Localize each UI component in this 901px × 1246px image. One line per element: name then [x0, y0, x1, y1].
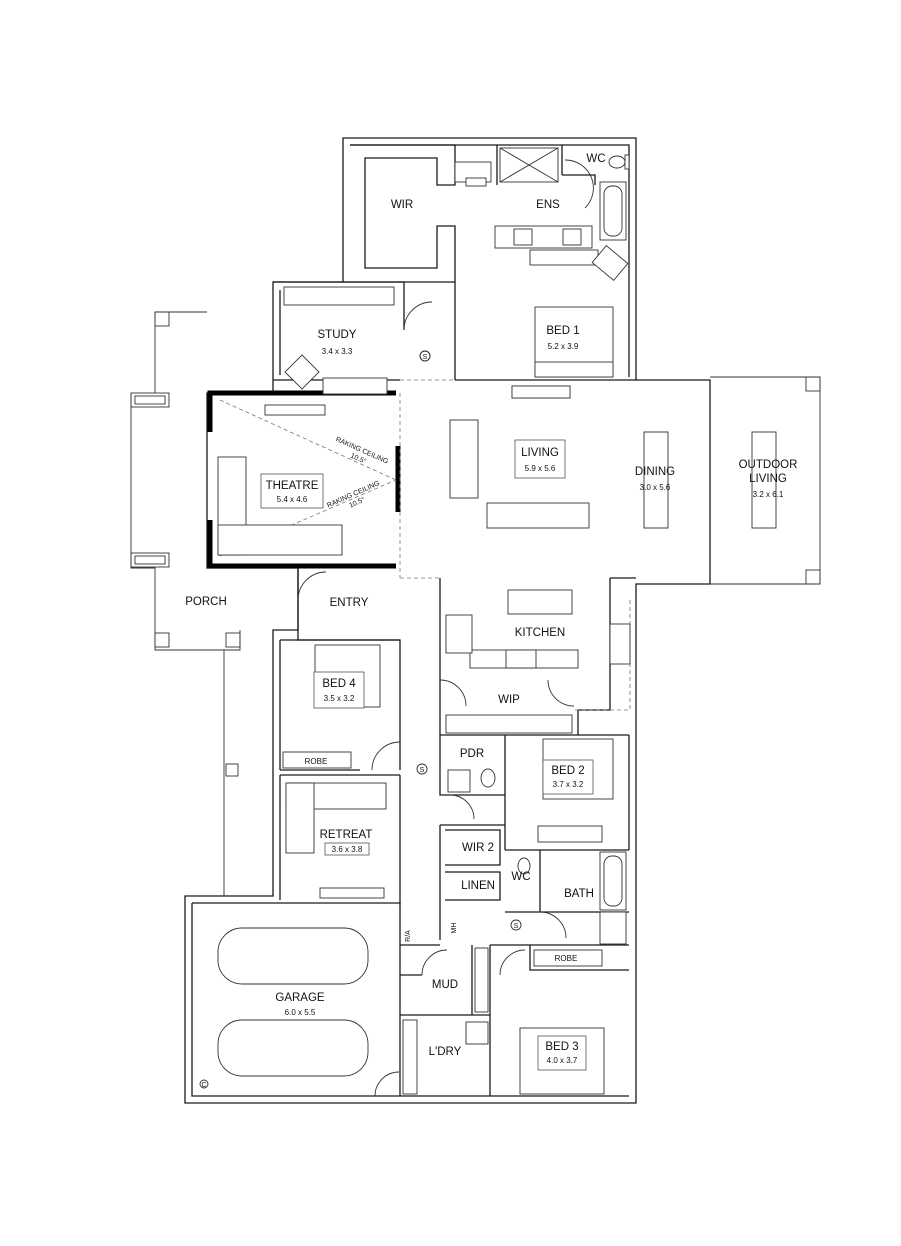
- ensuite-fixtures: [454, 147, 630, 282]
- study-size: 3.4 x 3.3: [322, 347, 353, 356]
- wet-area-fixtures: [402, 768, 627, 1095]
- bed1-size: 5.2 x 3.9: [548, 342, 579, 351]
- bed4-size: 3.5 x 3.2: [324, 694, 355, 703]
- garage-size: 6.0 x 5.5: [285, 1008, 316, 1017]
- pdr-label: PDR: [460, 748, 484, 760]
- theatre-furniture: [217, 404, 343, 556]
- wc2-label: WC: [511, 871, 530, 883]
- doors: [297, 159, 594, 976]
- bath-label: BATH: [564, 888, 594, 900]
- bed4-label: BED 4: [322, 678, 356, 690]
- retreat-size: 3.6 x 3.8: [332, 845, 363, 854]
- linen-label: LINEN: [461, 880, 495, 892]
- wc1-label: WC: [586, 153, 605, 165]
- c-marker: C: [201, 1082, 206, 1089]
- wip-label: WIP: [498, 694, 520, 706]
- ens-label: ENS: [536, 199, 560, 211]
- robe3-label: ROBE: [555, 954, 578, 963]
- retreat-label: RETREAT: [320, 829, 373, 841]
- room-labels: WC WIR ENS STUDY 3.4 x 3.3 BED 1 5.2 x 3…: [185, 153, 798, 1071]
- dining-label: DINING: [635, 466, 675, 478]
- garage-cars: [217, 927, 400, 1097]
- smoke-detector-3: S: [514, 923, 519, 930]
- theatre-label: THEATRE: [266, 480, 319, 492]
- living-label: LIVING: [521, 447, 559, 459]
- dining-size: 3.0 x 5.6: [640, 483, 671, 492]
- ldry-label: L'DRY: [429, 1046, 462, 1058]
- porch-label: PORCH: [185, 596, 227, 608]
- bed3-label: BED 3: [545, 1041, 578, 1053]
- bed3-size: 4.0 x 3.7: [547, 1056, 578, 1065]
- smoke-detector-1: S: [423, 354, 428, 361]
- outdoor-posts: [130, 311, 821, 896]
- entry-label: ENTRY: [330, 597, 369, 609]
- study-label: STUDY: [318, 329, 357, 341]
- mud-label: MUD: [432, 979, 458, 991]
- wir2-label: WIR 2: [462, 842, 494, 854]
- return-air-label: R/A: [405, 930, 412, 942]
- kitchen-fixtures: [445, 589, 631, 734]
- bedroom-furniture: [282, 644, 614, 1095]
- smoke-detector-2: S: [420, 767, 425, 774]
- kitchen-label: KITCHEN: [515, 627, 565, 639]
- robe4-label: ROBE: [305, 757, 328, 766]
- wir-label: WIR: [391, 199, 413, 211]
- outdoor-label-line1: OUTDOOR: [739, 459, 798, 471]
- theatre-size: 5.4 x 4.6: [277, 495, 308, 504]
- living-size: 5.9 x 5.6: [525, 464, 556, 473]
- outdoor-size: 3.2 x 6.1: [753, 490, 784, 499]
- bed1-label: BED 1: [546, 325, 579, 337]
- bed2-size: 3.7 x 3.2: [553, 780, 584, 789]
- manhole-label: MH: [451, 923, 458, 934]
- outdoor-label-line2: LIVING: [749, 473, 787, 485]
- bed2-label: BED 2: [551, 765, 584, 777]
- living-dining-furniture: [449, 385, 777, 529]
- garage-label: GARAGE: [275, 992, 325, 1004]
